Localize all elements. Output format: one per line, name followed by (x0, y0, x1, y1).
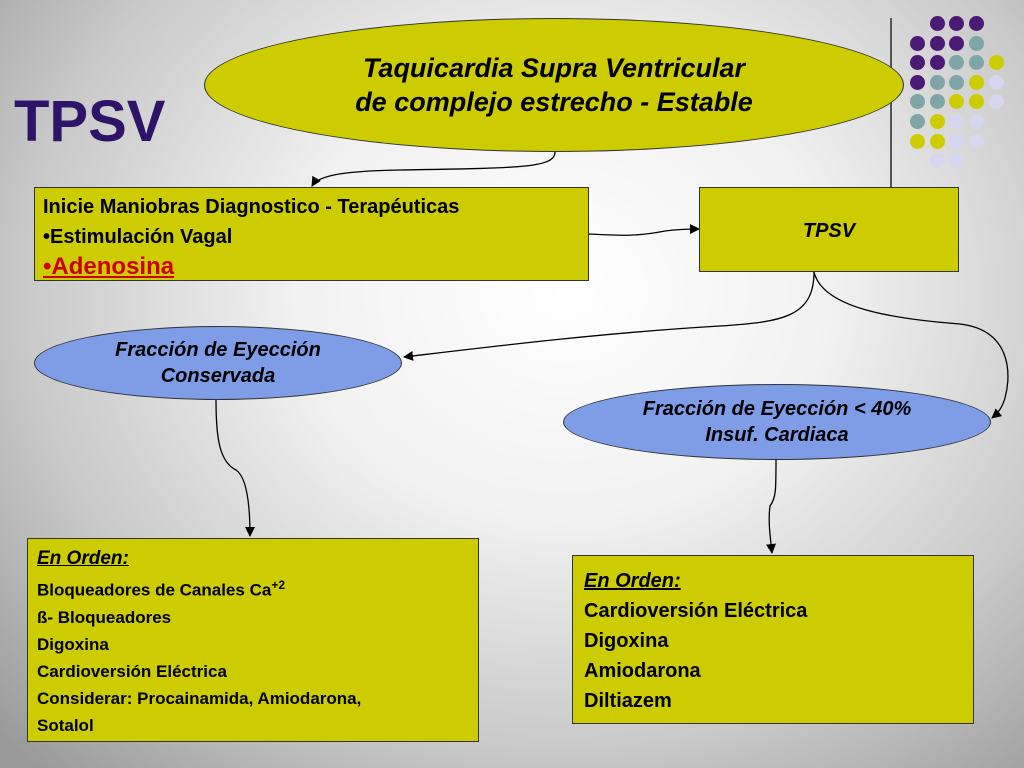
decorative-dot (949, 114, 965, 129)
treatment-item-amiodarone: Amiodarona (584, 660, 701, 682)
treatment-item-sotalol: Sotalol (37, 715, 94, 735)
decorative-dot (949, 153, 965, 169)
treatment-item-ca-blockers: Bloqueadores de Canales Ca+2 (37, 572, 469, 604)
conserved-ef-ellipse: Fracción de Eyección Conservada (34, 326, 402, 400)
decorative-dot (929, 55, 945, 71)
decorative-dot (910, 55, 926, 71)
decorative-dot (949, 16, 965, 31)
decorative-dot (969, 74, 984, 90)
decorative-dot (949, 74, 965, 90)
arrow-reduced-to-box (766, 459, 777, 554)
treatment-item-beta-blockers: ß- Bloqueadores (37, 607, 172, 627)
decorative-dot (929, 74, 945, 90)
ca-charge-superscript: +2 (271, 578, 285, 592)
adenosine-item: •Adenosina (43, 253, 175, 280)
decorative-dot (910, 133, 926, 149)
treatment-item-diltiazem: Diltiazem (584, 690, 672, 712)
treatment-item-consider: Considerar: Procainamida, Amiodarona, (37, 688, 362, 708)
decorative-dot (910, 94, 926, 110)
treatment-item-cardioversion: Cardioversión Eléctrica (37, 661, 227, 681)
decorative-dot (969, 16, 984, 31)
arrow-tpsv-to-conserved (403, 271, 815, 361)
treatment-item-cardioversion: Cardioversión Eléctrica (584, 600, 808, 622)
decorative-dot (929, 35, 945, 51)
decorative-dot (988, 94, 1004, 110)
conserved-ef-line-2: Conservada (160, 365, 276, 387)
tpsv-box: TPSV (699, 187, 959, 272)
ca-blockers-text: Bloqueadores de Canales Ca (37, 580, 272, 600)
header-ellipse: Taquicardia Supra Ventricular de complej… (204, 18, 904, 152)
reduced-ef-line-1: Fracción de Eyección < 40% (642, 398, 912, 420)
conserved-treatment-heading: En Orden: (37, 548, 129, 569)
page-title: TPSV (14, 89, 166, 154)
decorative-dot (969, 94, 984, 110)
decorative-dot (988, 55, 1004, 71)
decorative-dot (949, 94, 965, 110)
header-line-1: Taquicardia Supra Ventricular (362, 53, 746, 83)
arrow-header-to-initial (311, 151, 556, 187)
decorative-dot (949, 35, 965, 51)
decorative-dot (969, 133, 984, 149)
decorative-dot (929, 153, 945, 169)
decorative-dot (969, 114, 984, 129)
decorative-dot (929, 94, 945, 110)
decorative-dot (988, 74, 1004, 90)
decorative-dot (929, 133, 945, 149)
arrow-tpsv-to-reduced (813, 271, 1009, 419)
reduced-ef-line-2: Insuf. Cardiaca (705, 424, 849, 446)
decorative-dot (929, 114, 945, 129)
reduced-treatment-heading: En Orden: (584, 570, 681, 592)
arrow-conserved-to-box (215, 399, 255, 537)
arrow-initial-to-tpsv (588, 224, 700, 236)
decorative-dot (969, 55, 984, 71)
decorative-dot (910, 74, 926, 90)
initial-maneuvers-box: Inicie Maniobras Diagnostico - Terapéuti… (34, 187, 589, 281)
conserved-ef-line-1: Fracción de Eyección (115, 339, 321, 361)
conserved-treatment-box: En Orden: Bloqueadores de Canales Ca+2 ß… (27, 538, 479, 742)
decorative-dot (910, 35, 926, 51)
vagal-stimulation-item: •Estimulación Vagal (43, 226, 233, 248)
decorative-dot (949, 133, 965, 149)
tpsv-label: TPSV (802, 220, 856, 242)
decorative-dot (929, 16, 945, 31)
decorative-dot (949, 55, 965, 71)
initial-maneuvers-title: Inicie Maniobras Diagnostico - Terapéuti… (43, 196, 460, 218)
decorative-dot (969, 35, 984, 51)
reduced-ef-ellipse: Fracción de Eyección < 40% Insuf. Cardia… (563, 384, 991, 460)
decorative-dot (910, 114, 926, 129)
treatment-item-digoxin: Digoxina (37, 634, 109, 654)
reduced-treatment-box: En Orden: Cardioversión Eléctrica Digoxi… (572, 555, 974, 724)
header-line-2: de complejo estrecho - Estable (355, 87, 753, 117)
treatment-item-digoxin: Digoxina (584, 630, 669, 652)
